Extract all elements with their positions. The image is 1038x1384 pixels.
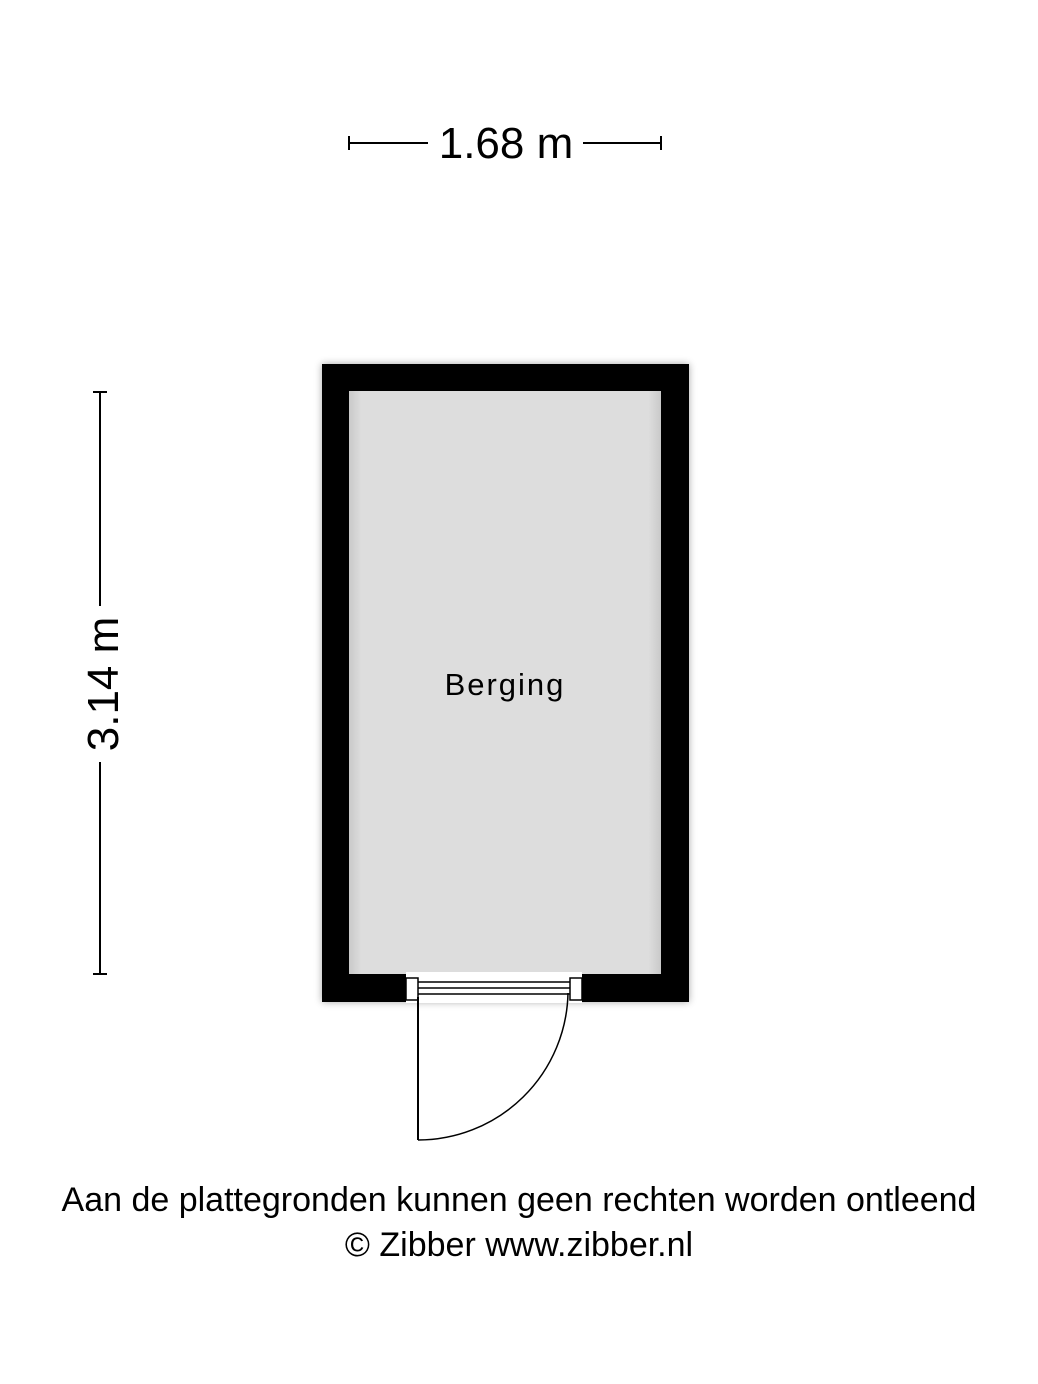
footer-copyright: © Zibber www.zibber.nl — [344, 1226, 694, 1264]
height-dimension-label: 3.14 m — [79, 617, 128, 752]
room-floor — [349, 391, 661, 974]
height-dimension: 3.14 m — [79, 391, 128, 975]
width-dimension: 1.68 m — [348, 119, 662, 168]
door-swing-arc — [417, 992, 569, 1141]
door-frame — [405, 977, 583, 1001]
room-label: Berging — [445, 667, 566, 702]
room-berging: Berging — [322, 364, 689, 1141]
width-dimension-label: 1.68 m — [439, 119, 574, 168]
footer-disclaimer: Aan de plattegronden kunnen geen rechten… — [61, 1181, 977, 1219]
